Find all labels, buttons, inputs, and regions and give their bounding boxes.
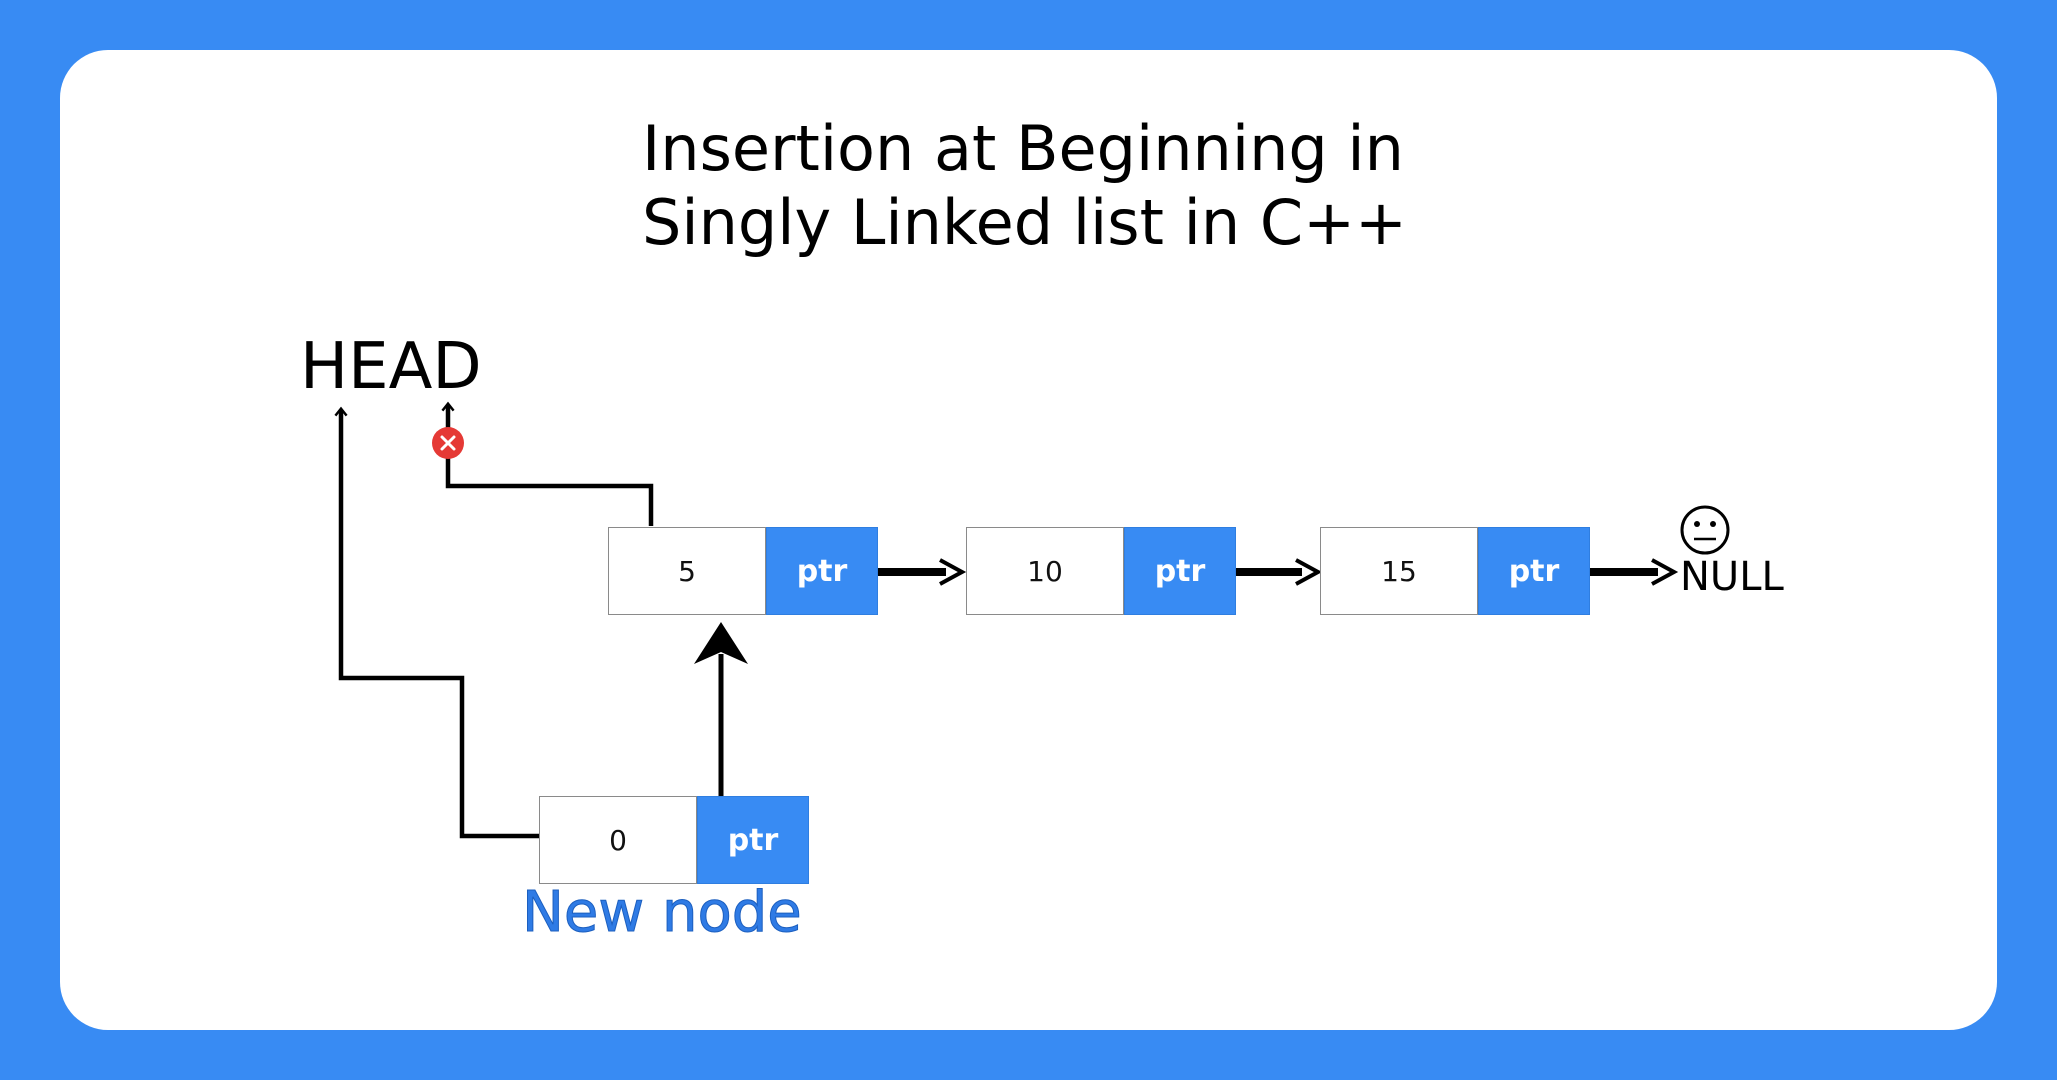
next-arrow-15-to-null [1590, 558, 1679, 586]
title-line-1: Insertion at Beginning in [642, 112, 1404, 185]
next-arrow-5-to-10 [878, 558, 967, 586]
node-value: 0 [539, 796, 697, 884]
node-value: 15 [1320, 527, 1478, 615]
null-label: NULL [1680, 554, 1784, 600]
new-node-to-head-arrow [334, 406, 539, 839]
node-pointer: ptr [1478, 527, 1590, 615]
head-label: HEAD [300, 330, 482, 404]
title-line-2: Singly Linked list in C++ [642, 186, 1408, 259]
node-pointer: ptr [766, 527, 878, 615]
new-node-to-first-node-arrow [694, 622, 748, 796]
page-title: Insertion at Beginning in Singly Linked … [642, 112, 1407, 260]
node-value: 10 [966, 527, 1124, 615]
neutral-face-icon [1680, 505, 1730, 555]
list-node-3: 15 ptr [1320, 527, 1590, 615]
node-pointer: ptr [1124, 527, 1236, 615]
old-head-link-arrow [441, 401, 654, 526]
next-arrow-10-to-15 [1236, 558, 1323, 586]
list-node-2: 10 ptr [966, 527, 1236, 615]
node-value: 5 [608, 527, 766, 615]
new-node: 0 ptr [539, 796, 809, 884]
node-pointer: ptr [697, 796, 809, 884]
new-node-label: New node [522, 880, 803, 946]
close-icon [432, 427, 464, 459]
list-node-1: 5 ptr [608, 527, 878, 615]
